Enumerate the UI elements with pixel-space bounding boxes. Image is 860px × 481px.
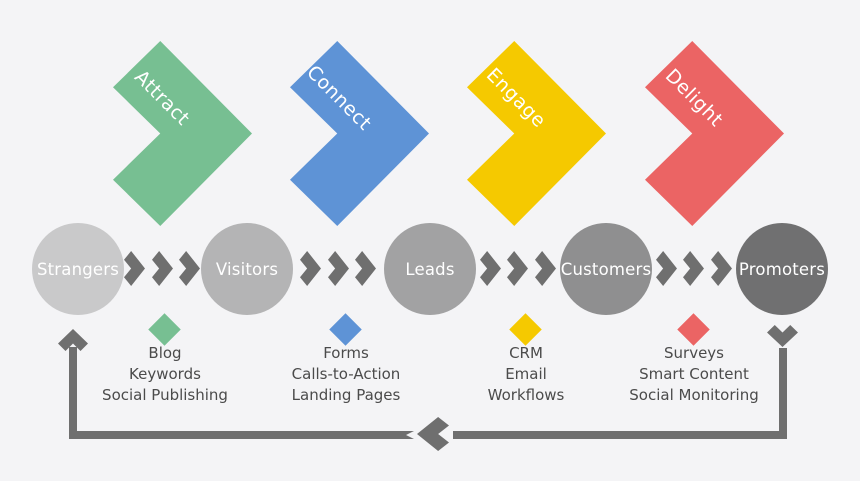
- stage-chevron-attract: Attract: [113, 41, 252, 226]
- tool-item: CRM: [509, 344, 543, 362]
- tool-list-connect: Forms Calls-to-Action Landing Pages: [236, 343, 456, 406]
- audience-circle-customers: Customers: [560, 223, 652, 315]
- audience-label: Customers: [560, 259, 652, 279]
- chevron-right-icon: [711, 251, 732, 286]
- loop-line-right: [779, 348, 787, 439]
- tool-item: Smart Content: [639, 365, 749, 383]
- loop-line-bottom-left: [69, 431, 414, 439]
- diamond-marker-delight: [677, 313, 710, 346]
- tool-item: Social Monitoring: [629, 386, 759, 404]
- audience-label: Strangers: [36, 259, 120, 279]
- tool-item: Blog: [148, 344, 182, 362]
- tool-item: Calls-to-Action: [291, 365, 401, 383]
- chevron-right-icon: [124, 251, 145, 286]
- chevron-right-icon: [480, 251, 501, 286]
- audience-circle-strangers: Strangers: [32, 223, 124, 315]
- diamond-marker-connect: [329, 313, 362, 346]
- chevron-right-icon: [152, 251, 173, 286]
- chevron-right-icon: [656, 251, 677, 286]
- stage-chevron-connect: Connect: [290, 41, 429, 226]
- audience-label: Promoters: [738, 259, 826, 279]
- chevron-right-icon: [355, 251, 376, 286]
- stage-label: Delight: [660, 64, 728, 132]
- diamond-marker-attract: [148, 313, 181, 346]
- tool-item: Email: [505, 365, 547, 383]
- audience-circle-visitors: Visitors: [201, 223, 293, 315]
- tool-item: Social Publishing: [102, 386, 228, 404]
- stage-label: Attract: [130, 66, 194, 130]
- tool-item: Keywords: [129, 365, 201, 383]
- diamond-marker-engage: [509, 313, 542, 346]
- stage-chevron-engage: Engage: [467, 41, 606, 226]
- tool-item: Workflows: [487, 386, 565, 404]
- chevron-right-icon: [535, 251, 556, 286]
- audience-circle-leads: Leads: [384, 223, 476, 315]
- chevron-right-icon: [507, 251, 528, 286]
- tool-item: Surveys: [664, 344, 724, 362]
- chevron-right-icon: [179, 251, 200, 286]
- stage-label: Connect: [302, 61, 376, 135]
- audience-label: Leads: [405, 259, 455, 279]
- tool-list-engage: CRM Email Workflows: [416, 343, 636, 406]
- audience-label: Visitors: [215, 259, 279, 279]
- stage-label: Engage: [481, 63, 551, 133]
- tool-item: Landing Pages: [291, 386, 401, 404]
- tool-list-delight: Surveys Smart Content Social Monitoring: [584, 343, 804, 406]
- tool-item: Forms: [323, 344, 369, 362]
- chevron-right-icon: [300, 251, 321, 286]
- tool-list-attract: Blog Keywords Social Publishing: [55, 343, 275, 406]
- loop-line-left: [69, 347, 77, 439]
- loop-chevron-left-icon: [417, 417, 449, 451]
- loop-line-bottom-right: [453, 431, 787, 439]
- chevron-right-icon: [683, 251, 704, 286]
- chevron-right-icon: [328, 251, 349, 286]
- audience-circle-promoters: Promoters: [736, 223, 828, 315]
- stage-chevron-delight: Delight: [645, 41, 784, 226]
